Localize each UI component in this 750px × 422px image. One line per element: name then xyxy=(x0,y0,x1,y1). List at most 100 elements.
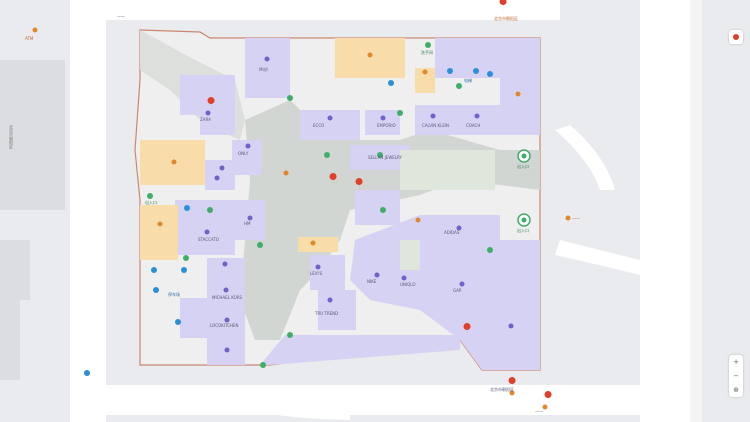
road-north xyxy=(100,0,560,20)
location-button[interactable] xyxy=(729,30,743,44)
store-label[interactable]: STACCATO xyxy=(198,237,219,242)
store-label[interactable]: NIKE xyxy=(367,279,377,284)
elevator-icon xyxy=(388,80,394,86)
store-label[interactable]: MUJI xyxy=(259,67,268,72)
store-label[interactable]: ZARA xyxy=(200,117,211,122)
store-label[interactable]: HM xyxy=(244,221,251,226)
restroom-icon xyxy=(257,242,263,248)
building-label: 北京市朝阳区 xyxy=(9,125,14,149)
elevator-icon xyxy=(487,71,493,77)
poi-label[interactable]: 北京市朝阳区 xyxy=(490,387,514,392)
shop-block-west-5 xyxy=(180,298,210,338)
restroom-icon xyxy=(377,152,383,158)
restroom-icon xyxy=(380,207,386,213)
store-label[interactable]: SELLAN JEWELRY xyxy=(368,155,402,160)
elevator-icon xyxy=(447,68,453,74)
elevator-icon xyxy=(153,287,159,293)
restroom-icon xyxy=(487,247,493,253)
store-label[interactable]: EMPORIO xyxy=(377,123,396,128)
left-building-block xyxy=(0,60,65,210)
store-label[interactable]: TRU TREND xyxy=(315,311,339,316)
shop-block-south-center xyxy=(350,215,420,310)
food-block-north xyxy=(335,38,405,78)
service-markers xyxy=(147,42,531,368)
map-controls: + − ⊕ xyxy=(729,355,743,397)
store-label[interactable]: GAP xyxy=(453,288,462,293)
location-pin-icon xyxy=(329,173,337,188)
plaza-small xyxy=(400,240,420,270)
service-label[interactable]: 出入口 xyxy=(145,200,157,205)
restroom-icon xyxy=(183,255,189,261)
shop-block-southwest-2 xyxy=(207,320,245,365)
poi-label[interactable]: —— xyxy=(535,409,543,414)
shop-block-south-1 xyxy=(310,255,345,290)
restroom-icon xyxy=(260,362,266,368)
location-pin-icon xyxy=(499,0,507,13)
shop-markers xyxy=(32,27,571,410)
shop-block-west-2 xyxy=(205,160,235,190)
zoom-out-button[interactable]: − xyxy=(733,372,739,380)
location-pin-icon xyxy=(508,377,516,392)
road-east-lane xyxy=(690,0,702,422)
shop-block-center-n xyxy=(300,110,360,140)
shop-block-ne-1 xyxy=(415,105,465,135)
store-label[interactable]: ADIDAS xyxy=(444,230,460,235)
shop-block-south-strip xyxy=(260,335,460,365)
service-label[interactable]: 电梯 xyxy=(464,78,472,83)
parking-icon xyxy=(175,319,181,325)
food-block-ne xyxy=(415,68,435,93)
service-label[interactable]: 停车场 xyxy=(168,292,180,297)
location-pin-icon xyxy=(207,97,215,112)
store-label[interactable]: ECCO xyxy=(313,123,325,128)
shop-block-north-a xyxy=(245,38,290,98)
road-west xyxy=(70,0,106,422)
elevator-icon xyxy=(184,205,190,211)
store-label[interactable]: MICHAEL KORS xyxy=(212,295,243,300)
shop-block-northeast xyxy=(435,38,540,135)
poi-label[interactable]: 北京市朝阳区 xyxy=(494,16,518,21)
road-label: —— xyxy=(117,14,125,19)
location-pin-icon xyxy=(355,178,363,193)
entrance-icon xyxy=(147,193,153,199)
poi-label[interactable]: —— xyxy=(572,216,580,221)
store-label[interactable]: LOCOKITCHEN xyxy=(210,323,239,328)
poi-label[interactable]: ATM xyxy=(25,36,34,41)
restroom-icon xyxy=(287,95,293,101)
parking-icon xyxy=(84,370,90,376)
location-pin-icon xyxy=(463,323,471,338)
elevator-icon xyxy=(181,267,187,273)
compass-icon[interactable]: ⊕ xyxy=(733,386,739,394)
entrance-icon xyxy=(425,42,431,48)
restroom-icon xyxy=(324,152,330,158)
shop-block-southeast xyxy=(420,215,540,370)
left-building-small xyxy=(0,240,30,300)
store-label[interactable]: CALVIN KLEIN xyxy=(422,123,450,128)
elevator-icon xyxy=(151,267,157,273)
restroom-icon xyxy=(207,207,213,213)
store-label[interactable]: LEVI'S xyxy=(310,271,323,276)
food-block-center xyxy=(298,237,338,252)
service-label[interactable]: 出入口 xyxy=(517,228,529,233)
ramp-east-2 xyxy=(555,240,640,275)
shop-block-northwest xyxy=(180,75,235,115)
shop-block-nw-small xyxy=(200,115,235,135)
shop-block-south-2 xyxy=(318,290,356,330)
zoom-in-button[interactable]: + xyxy=(733,358,739,366)
elevator-icon xyxy=(473,68,479,74)
service-label[interactable]: 洗手间 xyxy=(421,50,433,55)
road-south xyxy=(100,385,660,415)
store-label[interactable]: UNIQLO xyxy=(400,282,416,287)
shop-block-ne-2 xyxy=(465,105,500,135)
road-east-main xyxy=(640,0,690,422)
plaza-area xyxy=(400,150,495,190)
store-label[interactable]: ONLY xyxy=(238,151,249,156)
service-label[interactable]: 出入口 xyxy=(517,164,529,169)
store-label[interactable]: COACH xyxy=(466,123,481,128)
left-building-bottom xyxy=(0,300,20,380)
shop-block-center-n2 xyxy=(365,110,400,135)
restroom-icon xyxy=(287,332,293,338)
food-block-west-2 xyxy=(140,205,178,260)
restroom-icon xyxy=(456,83,462,89)
